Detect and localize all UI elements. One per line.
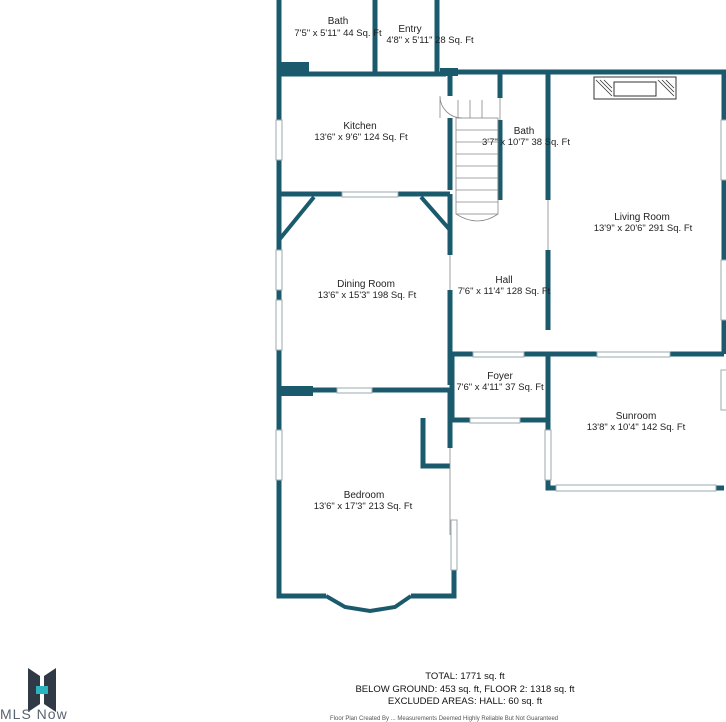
room-dims-sunroom: 13'8" x 10'4" 142 Sq. Ft — [586, 422, 686, 433]
room-name-living-room: Living Room — [614, 212, 670, 223]
stairs — [455, 100, 499, 222]
room-dims-kitchen: 13'6" x 9'6" 124 Sq. Ft — [314, 132, 408, 143]
room-name-foyer: Foyer — [487, 371, 513, 382]
room-dims-dining-room: 13'6" x 15'3" 198 Sq. Ft — [317, 290, 417, 301]
room-dims-hall: 7'6" x 11'4" 128 Sq. Ft — [457, 286, 551, 297]
room-name-bath-mid: Bath — [513, 126, 535, 137]
room-dims-living-room: 13'9" x 20'6" 291 Sq. Ft — [593, 223, 693, 234]
area-breakdown: BELOW GROUND: 453 sq. ft, FLOOR 2: 1318 … — [355, 684, 575, 695]
room-name-hall: Hall — [495, 275, 513, 286]
room-dims-bath-mid: 3'7" x 10'7" 38 Sq. Ft — [481, 137, 570, 148]
dining-bay-corners — [277, 195, 452, 242]
mls-now-logo-icon — [28, 668, 56, 712]
logo-text: MLS Now — [0, 706, 68, 722]
room-name-sunroom: Sunroom — [615, 411, 657, 422]
door-swings — [439, 95, 549, 535]
room-dims-entry: 4'8" x 5'11" 28 Sq. Ft — [386, 35, 474, 46]
disclaimer: Floor Plan Created By ... Measurements D… — [330, 716, 559, 722]
room-dims-bedroom: 13'6" x 17'3" 213 Sq. Ft — [313, 501, 413, 512]
fireplace — [593, 76, 677, 100]
room-name-entry: Entry — [398, 24, 422, 35]
room-name-dining-room: Dining Room — [337, 279, 395, 290]
wall-blocks — [279, 62, 458, 396]
room-dims-bath-upper: 7'5" x 5'11" 44 Sq. Ft — [294, 28, 382, 39]
room-name-kitchen: Kitchen — [343, 121, 377, 132]
bedroom-bay-window — [324, 594, 413, 614]
excluded-areas: EXCLUDED AREAS: HALL: 60 sq. ft — [387, 696, 543, 707]
total-area: TOTAL: 1771 sq. ft — [425, 671, 505, 682]
room-name-bedroom: Bedroom — [343, 490, 385, 501]
room-dims-foyer: 7'6" x 4'11" 37 Sq. Ft — [456, 382, 544, 393]
windows — [275, 119, 726, 571]
room-name-bath-upper: Bath — [327, 16, 349, 27]
